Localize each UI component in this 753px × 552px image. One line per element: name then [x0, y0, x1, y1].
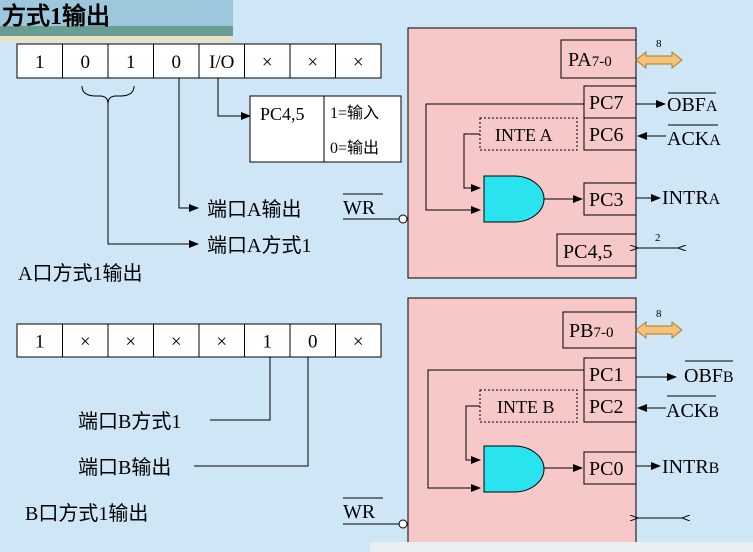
- inte-b-box: [479, 389, 578, 423]
- port-b-mode-line: [210, 357, 271, 421]
- pc2-pin-box: [583, 389, 637, 423]
- pa-pin-box: [560, 39, 637, 79]
- pb-pin-box: [562, 311, 637, 349]
- banner-road: [0, 36, 233, 42]
- inte-a-to-gate-line: [463, 133, 481, 192]
- port-a-control-bit-bit-1: ×: [307, 52, 318, 73]
- intra-signal: INTRA: [662, 187, 721, 209]
- port-a-control-word: 1 0 1 0 I/O × × ×: [16, 43, 382, 79]
- port-a-control-bit-bit-4: 0: [172, 52, 182, 73]
- port-b-wr-bubble: [398, 519, 408, 529]
- pa-pin-label: PA7-0: [568, 49, 612, 71]
- pc7-pin-label: PC7: [589, 92, 623, 114]
- port-a-caption: A口方式1输出: [18, 262, 142, 285]
- pc45-box-label: PC4,5: [260, 104, 305, 124]
- port-a-wr-signal: WR: [343, 197, 376, 219]
- port-a-output-line: [178, 78, 199, 212]
- port-b-control-bit-bit-4: ×: [171, 332, 182, 353]
- port-b-control-bit-bit-5: ×: [125, 332, 136, 353]
- port-b-output-line: [194, 357, 309, 467]
- pb-pin-label: PB7-0: [569, 320, 613, 342]
- pa-bus-arrow: [635, 50, 683, 70]
- bit-brace: [81, 85, 135, 105]
- pc0-pin-label: PC0: [589, 458, 623, 480]
- port-b-and-gate: [483, 445, 545, 493]
- pc45-bus-width: 2: [655, 232, 661, 244]
- pc0-pin-box: [583, 451, 637, 485]
- port-b-caption: B口方式1输出: [25, 502, 148, 525]
- port-a-mode-label: 端口A方式1: [207, 234, 311, 257]
- port-a-control-bit-bit-6: 0: [81, 52, 91, 73]
- port-b-mode-label: 端口B方式1: [78, 410, 181, 433]
- pb-bus-arrow: [635, 320, 683, 340]
- intrb-signal: INTRB: [662, 456, 719, 478]
- pc45-option-in: 1=输入: [330, 104, 379, 122]
- inte-a-label: INTE A: [495, 125, 553, 145]
- pc3-pin-box: [583, 182, 637, 216]
- port-a-and-gate: [483, 175, 545, 223]
- pc1-to-gate-line: [427, 369, 584, 492]
- obfb-signal: OBFB: [684, 365, 734, 387]
- port-b-control-word: 1 × × × × 1 0 ×: [16, 323, 382, 358]
- inte-b-label: INTE B: [497, 397, 555, 417]
- port-a-wr-bubble: [398, 214, 408, 224]
- obfa-signal: OBFA: [667, 94, 718, 116]
- slide-title: 方式1输出: [2, 2, 110, 30]
- port-a-control-bit-bit-0: ×: [353, 52, 364, 73]
- port-b-control-bit-bit-3: ×: [216, 332, 227, 353]
- port-a-mode-line: [107, 104, 199, 248]
- port-a-output-label: 端口A输出: [207, 198, 301, 221]
- pc45-mode-box: PC4,5 1=输入 0=输出: [249, 95, 402, 163]
- pc7-pin-box: [583, 85, 637, 119]
- port-b-output-label: 端口B输出: [78, 456, 171, 479]
- title-banner: 方式1输出: [0, 0, 233, 42]
- port-b-wr-signal: WR: [343, 501, 376, 523]
- acka-signal: ACKA: [667, 128, 721, 150]
- port-b-control-bit-bit-1: 0: [308, 332, 318, 353]
- port-b-control-bit-bit-2: 1: [263, 332, 273, 353]
- pa-bus-width: 8: [656, 38, 662, 50]
- port-a-control-bit-bit-7: 1: [35, 52, 45, 73]
- pc6-pin-box: [583, 117, 637, 151]
- inte-b-to-gate-line: [465, 405, 481, 464]
- pc45-pin-label: PC4,5: [563, 241, 612, 263]
- port-b-control-bit-bit-0: ×: [353, 332, 364, 353]
- pc3-pin-label: PC3: [589, 189, 623, 211]
- pc1-pin-label: PC1: [589, 364, 623, 386]
- pc7-to-gate-line: [425, 103, 584, 214]
- port-b-panel: PB7-0 8 PC1 OBFB PC2 ACKB INTE B PC0 INT…: [407, 297, 734, 552]
- port-b-control-bit-bit-7: 1: [35, 332, 45, 353]
- port-a-control-bit-bit-5: 1: [126, 52, 136, 73]
- pc45-option-out: 0=输出: [330, 139, 379, 157]
- footer-strip: [370, 542, 753, 552]
- io-bit-line: [217, 78, 251, 120]
- pc6-pin-label: PC6: [589, 124, 623, 146]
- pc2-pin-label: PC2: [589, 396, 623, 418]
- port-a-panel: PA7-0 8 PC7 OBFA PC6 ACKA INTE A PC3 INT…: [407, 27, 721, 279]
- inte-a-box: [479, 117, 578, 151]
- pb-bus-width: 8: [656, 308, 662, 320]
- ackb-signal: ACKB: [666, 400, 719, 422]
- port-b-control-bit-bit-6: ×: [80, 332, 91, 353]
- port-a-control-bit-bit-2: ×: [262, 52, 273, 73]
- port-a-control-bit-bit-3: I/O: [209, 52, 234, 73]
- pc1-pin-box: [583, 357, 637, 391]
